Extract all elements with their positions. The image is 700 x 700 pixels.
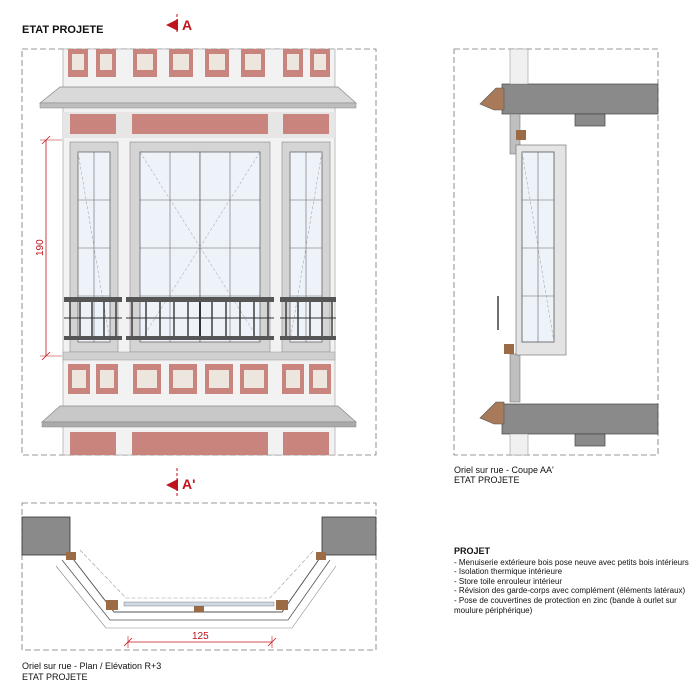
section-arrow-bottom	[166, 479, 178, 491]
project-notes: PROJET - Menuiserie extérieure bois pose…	[454, 547, 700, 615]
width-dimension: 125	[123, 631, 277, 648]
railings	[64, 297, 336, 340]
section-arrow-top	[166, 19, 178, 31]
height-dimension: 190	[35, 135, 62, 361]
project-item: - Pose de couvertines de protection en z…	[454, 595, 677, 605]
project-item: - Révision des garde-corps avec compléme…	[454, 586, 686, 596]
lower-ornament-band	[68, 364, 331, 394]
project-item: - Store toile enrouleur intérieur	[454, 576, 563, 586]
plan-caption-1: Oriel sur rue - Plan / Elévation R+3	[22, 661, 162, 671]
section-caption-1: Oriel sur rue - Coupe AA'	[454, 465, 554, 475]
project-item: - Menuiserie extérieure bois pose neuve …	[454, 557, 689, 567]
top-cornice	[39, 86, 357, 109]
plan-caption-2: ETAT PROJETE	[22, 672, 88, 682]
lower-cornice	[41, 405, 357, 428]
project-item: moulure périphérique)	[454, 605, 533, 615]
page-title: ETAT PROJETE	[22, 24, 104, 36]
project-item: - Isolation thermique intérieure	[454, 567, 563, 577]
section-letter-top: A	[182, 17, 193, 33]
project-title: PROJET	[454, 547, 491, 556]
height-dimension-label: 190	[35, 239, 46, 256]
section-caption-2: ETAT PROJETE	[454, 475, 520, 485]
top-ornament-band	[68, 49, 330, 77]
section-letter-bottom: A'	[182, 476, 196, 492]
width-dimension-label: 125	[192, 631, 209, 642]
